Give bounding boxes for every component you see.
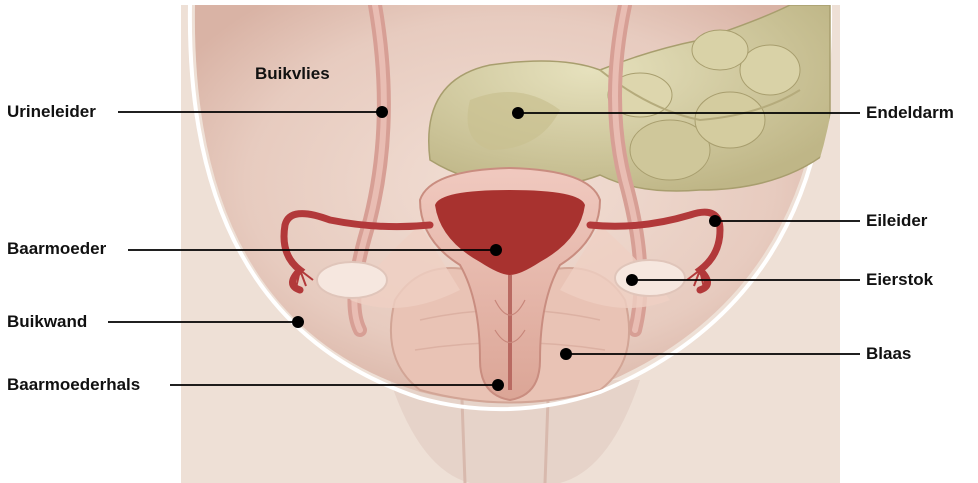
ovary-left — [317, 262, 387, 298]
label-eierstok: Eierstok — [866, 270, 933, 290]
dot-urineleider — [376, 106, 388, 118]
dot-endeldarm — [512, 107, 524, 119]
label-blaas: Blaas — [866, 344, 911, 364]
dot-eileider — [709, 215, 721, 227]
label-baarmoederhals: Baarmoederhals — [7, 375, 140, 395]
dot-baarmoeder — [490, 244, 502, 256]
label-eileider: Eileider — [866, 211, 927, 231]
label-baarmoeder: Baarmoeder — [7, 239, 106, 259]
label-endeldarm: Endeldarm — [866, 103, 954, 123]
ovary-right — [615, 260, 685, 296]
dot-buikwand — [292, 316, 304, 328]
dot-eierstok — [626, 274, 638, 286]
label-buikwand: Buikwand — [7, 312, 87, 332]
label-urineleider: Urineleider — [7, 102, 96, 122]
dot-blaas — [560, 348, 572, 360]
label-buikvlies: Buikvlies — [255, 64, 330, 84]
dot-baarmoederhals — [492, 379, 504, 391]
